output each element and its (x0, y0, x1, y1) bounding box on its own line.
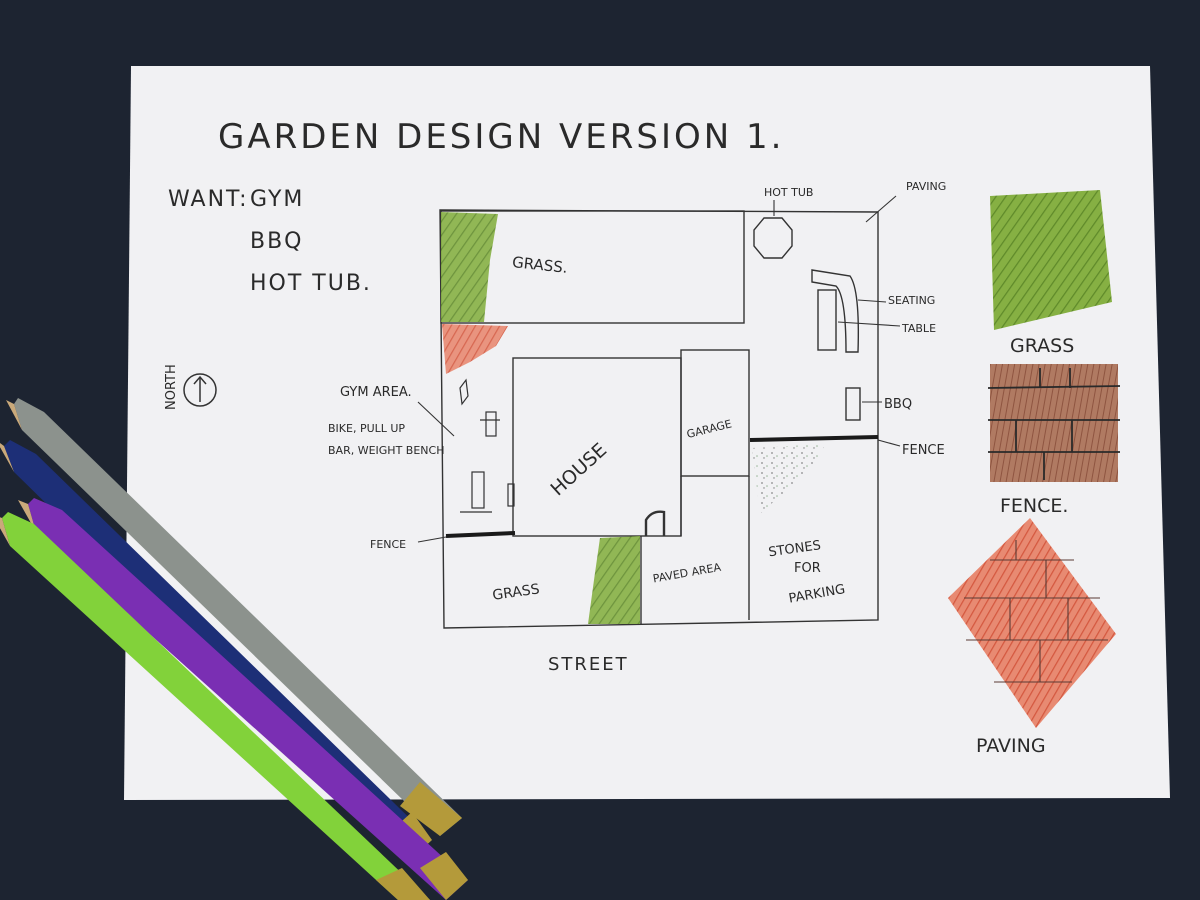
label-fence-right: FENCE (902, 443, 945, 458)
want-label: WANT: (168, 187, 249, 212)
paving-patch (442, 324, 508, 374)
leader-lines (417, 195, 901, 543)
legend: GRASS FENCE. (948, 190, 1121, 757)
label-gym-detail-2: BAR, WEIGHT BENCH (328, 444, 444, 457)
label-gym-area: GYM AREA. (340, 385, 412, 400)
label-seating: SEATING (888, 294, 935, 307)
want-item-bbq: BBQ (250, 229, 304, 254)
table-shape (817, 289, 837, 351)
label-street: STREET (548, 654, 629, 675)
garage-outline (680, 349, 750, 477)
label-grass-bottom: GRASS (491, 581, 540, 603)
label-fence-left: FENCE (370, 538, 406, 551)
page-title: GARDEN DESIGN VERSION 1. (218, 117, 784, 157)
label-stones-1: STONES (768, 538, 822, 560)
grass-patch-bottom (588, 536, 640, 624)
pencil-gray (6, 398, 462, 836)
legend-swatch-paving (948, 518, 1116, 728)
legend-label-grass: GRASS (1010, 335, 1074, 357)
legend-swatch-grass (990, 190, 1112, 330)
label-paving: PAVING (906, 180, 946, 193)
legend-label-paving: PAVING (976, 735, 1046, 757)
label-bbq: BBQ (884, 397, 912, 412)
gym-equipment-icons (459, 378, 515, 513)
seating-shape (811, 269, 859, 353)
fence-right-line (749, 435, 879, 442)
want-item-hot-tub: HOT TUB. (250, 271, 372, 296)
legend-label-fence: FENCE. (1000, 495, 1068, 517)
house-door (644, 510, 666, 536)
label-stones-2: FOR (794, 561, 821, 576)
colored-pencils (0, 398, 468, 900)
hot-tub-shape (753, 217, 793, 259)
fence-left-line (445, 531, 516, 538)
want-item-gym: GYM (250, 187, 304, 212)
grass-patch-top (441, 212, 498, 322)
label-hot-tub: HOT TUB (764, 186, 813, 199)
label-gym-detail-1: BIKE, PULL UP (328, 422, 405, 435)
compass-label: NORTH (164, 364, 179, 410)
compass-icon (183, 373, 217, 407)
label-grass-top: GRASS. (511, 253, 568, 277)
pencil-green (0, 512, 430, 900)
legend-swatch-fence (987, 364, 1121, 482)
label-table: TABLE (901, 322, 936, 335)
bbq-shape (845, 387, 861, 421)
paper-sheet (124, 66, 1170, 800)
stones-parking-area (752, 444, 826, 514)
